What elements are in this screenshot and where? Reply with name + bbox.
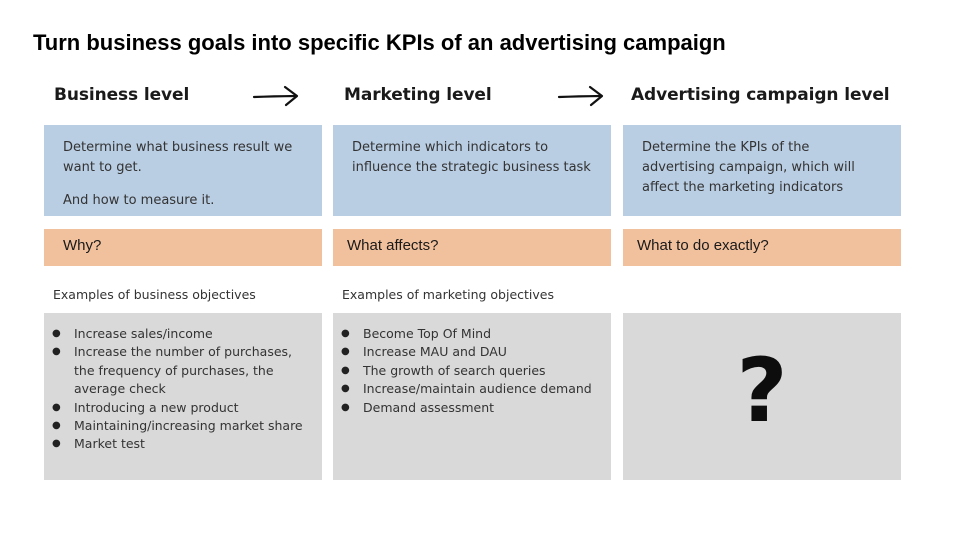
- bullet-icon: ●: [341, 346, 350, 358]
- marketing-examples-list: ●Become Top Of Mind ●Increase MAU and DA…: [341, 325, 601, 417]
- business-examples-box: ●Increase sales/income ●Increase the num…: [44, 313, 322, 480]
- slide-title: Turn business goals into specific KPIs o…: [33, 30, 726, 55]
- business-description-box: Determine what business result we want t…: [44, 125, 322, 216]
- bullet-icon: ●: [341, 383, 350, 395]
- list-item: ●Become Top Of Mind: [341, 325, 601, 343]
- marketing-description-box: Determine which indicators to influence …: [333, 125, 611, 216]
- question-text: What to do exactly?: [637, 237, 769, 254]
- marketing-question-box: What affects?: [333, 229, 611, 266]
- list-item: ●Increase sales/income: [52, 325, 312, 343]
- business-examples-caption: Examples of business objectives: [53, 287, 256, 302]
- business-examples-list: ●Increase sales/income ●Increase the num…: [52, 325, 312, 454]
- marketing-examples-box: ●Become Top Of Mind ●Increase MAU and DA…: [333, 313, 611, 480]
- advertising-question-box: What to do exactly?: [623, 229, 901, 266]
- list-item: ●Increase/maintain audience demand: [341, 380, 601, 398]
- list-item: ●Increase the number of purchases, the f…: [52, 344, 293, 397]
- description-text: And how to measure it.: [63, 193, 215, 208]
- right-arrow-icon: [557, 85, 604, 107]
- list-item: ●Market test: [52, 435, 312, 453]
- advertising-description-box: Determine the KPIs of the advertising ca…: [623, 125, 901, 216]
- advertising-examples-box: ?: [623, 313, 901, 480]
- bullet-icon: ●: [341, 364, 350, 376]
- description-text: Determine which indicators to influence …: [352, 140, 591, 175]
- description-text: Determine what business result we want t…: [63, 140, 293, 175]
- bullet-icon: ●: [52, 401, 61, 413]
- list-item: ●Demand assessment: [341, 399, 601, 417]
- list-item: ●Maintaining/increasing market share: [52, 417, 312, 435]
- bullet-icon: ●: [341, 401, 350, 413]
- question-text: What affects?: [347, 237, 439, 254]
- bullet-icon: ●: [52, 346, 61, 358]
- bullet-icon: ●: [52, 420, 61, 432]
- bullet-icon: ●: [341, 328, 350, 339]
- advertising-campaign-level-heading: Advertising campaign level: [631, 85, 890, 105]
- bullet-icon: ●: [52, 328, 61, 339]
- list-item: ●The growth of search queries: [341, 362, 601, 380]
- description-text: Determine the KPIs of the advertising ca…: [642, 140, 855, 195]
- marketing-level-heading: Marketing level: [344, 85, 492, 105]
- list-item: ●Increase MAU and DAU: [341, 343, 601, 361]
- question-mark-placeholder: ?: [736, 339, 788, 442]
- business-level-heading: Business level: [54, 85, 190, 105]
- marketing-examples-caption: Examples of marketing objectives: [342, 287, 554, 302]
- right-arrow-icon: [252, 85, 299, 107]
- bullet-icon: ●: [52, 438, 61, 450]
- business-question-box: Why?: [44, 229, 322, 266]
- list-item: ●Introducing a new product: [52, 399, 312, 417]
- question-text: Why?: [63, 237, 102, 254]
